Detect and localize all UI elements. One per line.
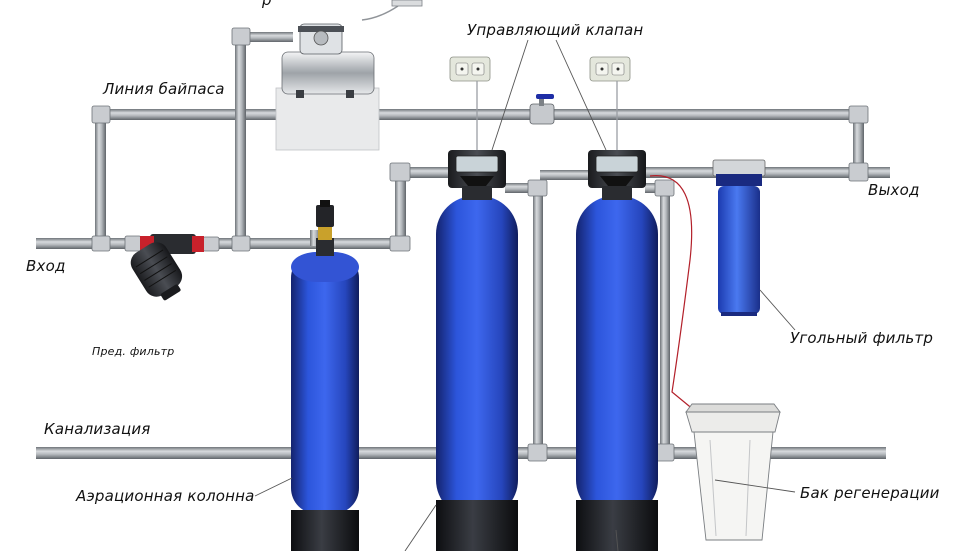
compressor-feed	[238, 32, 293, 42]
inlet-label: Вход	[26, 257, 66, 275]
compressor-riser	[235, 34, 246, 244]
bypass-line-label: Линия байпаса	[103, 80, 225, 98]
outlet-pipe-a	[645, 167, 890, 178]
power-cables	[476, 81, 618, 150]
drain-riser-2	[660, 186, 670, 452]
power-socket-icon	[449, 56, 491, 82]
bypass-pipe	[97, 109, 862, 120]
bypass-ball-valve-icon	[529, 94, 555, 125]
control-valve-label: Управляющий клапан	[467, 21, 644, 39]
bypass-riser-left	[95, 114, 106, 244]
leader-lines	[254, 39, 796, 551]
pre-filter-label: Пред. фильтр	[92, 345, 175, 358]
power-socket-icon	[589, 56, 631, 82]
bypass-riser-right	[853, 114, 864, 172]
carbon-filter-housing	[712, 159, 766, 316]
tank-feed-top	[398, 167, 450, 178]
control-valve-icon	[588, 150, 646, 200]
softener-tank-2	[576, 196, 658, 551]
aeration-column-label: Аэрационная колонна	[76, 487, 255, 505]
regen-tank-label: Бак регенерации	[800, 484, 940, 502]
softener-tank-1	[436, 196, 518, 551]
valve-link-pipe	[505, 183, 543, 193]
aeration-column	[291, 200, 359, 551]
inlet-pipe	[36, 238, 406, 249]
compressor-icon	[275, 0, 423, 151]
control-valve-icon	[448, 150, 506, 200]
carbon-filter-label: Угольный фильтр	[790, 329, 934, 347]
tank-feed-riser	[395, 170, 406, 248]
air-line-v	[310, 230, 320, 246]
brine-line	[649, 175, 701, 416]
compressor-label: р	[262, 0, 272, 9]
brine-tank	[685, 403, 781, 541]
sewer-label: Канализация	[44, 420, 151, 438]
drain-riser-1	[533, 186, 543, 452]
outlet-label: Выход	[868, 181, 920, 199]
valve-link-pipe-2	[540, 170, 588, 180]
disc-filter-icon	[130, 234, 204, 301]
